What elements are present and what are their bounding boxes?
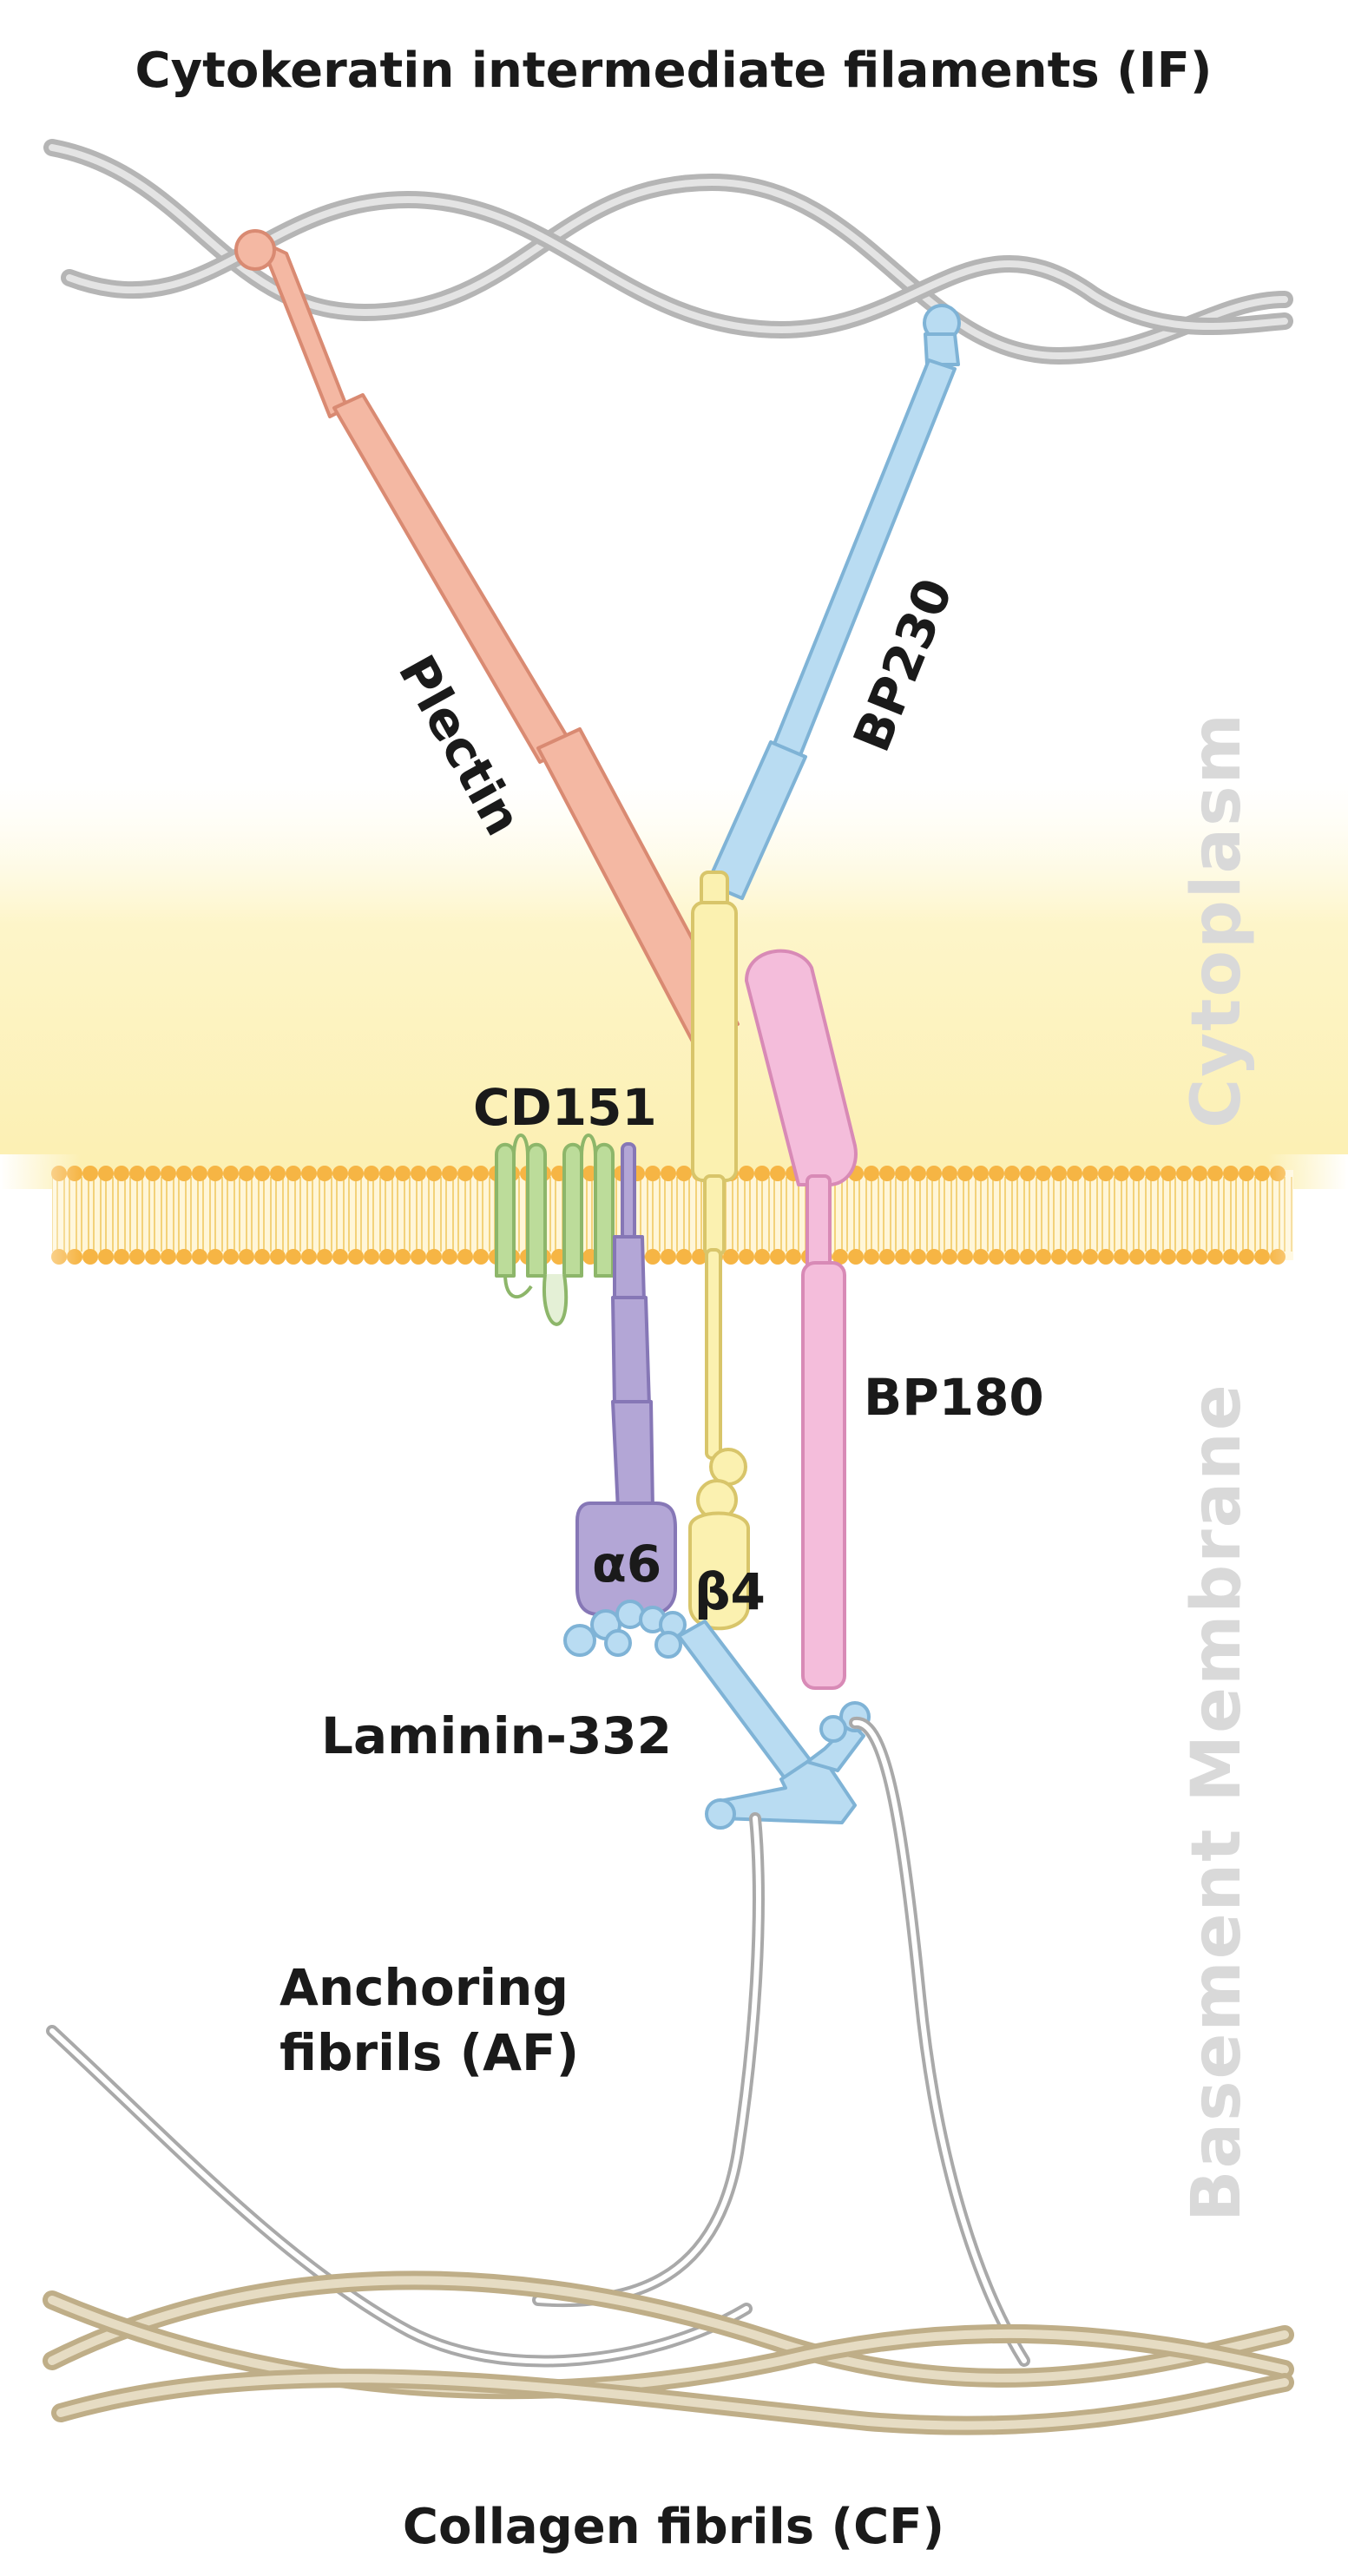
- label-cd151: CD151: [473, 1078, 657, 1137]
- label-laminin-332: Laminin-332: [321, 1706, 672, 1765]
- label-anchoring-fibrils-line2: fibrils (AF): [279, 2023, 579, 2082]
- collagen-fibrils: [43, 2270, 1294, 2435]
- integrin-beta4: [688, 871, 750, 1631]
- intermediate-filaments: [43, 139, 1293, 365]
- label-beta4: β4: [694, 1562, 766, 1621]
- bp180-protein: [745, 949, 858, 1690]
- plectin-protein: [234, 229, 740, 1047]
- bp230-protein: [706, 304, 961, 900]
- cell-membrane: [0, 1154, 1348, 1276]
- cd151-protein: [495, 1134, 615, 1326]
- label-alpha6: α6: [592, 1534, 661, 1594]
- anchoring-fibrils: [46, 1716, 1030, 2368]
- label-bp180: BP180: [864, 1368, 1044, 1427]
- title-intermediate-filaments: Cytokeratin intermediate filaments (IF): [135, 43, 1213, 99]
- title-collagen-fibrils: Collagen fibrils (CF): [403, 2499, 944, 2555]
- laminin-332: [563, 1600, 871, 1830]
- region-label-basement-membrane: Basement Membrane: [1178, 1383, 1256, 2222]
- label-anchoring-fibrils-line1: Anchoring: [279, 1958, 569, 2017]
- region-label-cytoplasm: Cytoplasm: [1178, 712, 1256, 1128]
- integrin-alpha6: [575, 1142, 677, 1616]
